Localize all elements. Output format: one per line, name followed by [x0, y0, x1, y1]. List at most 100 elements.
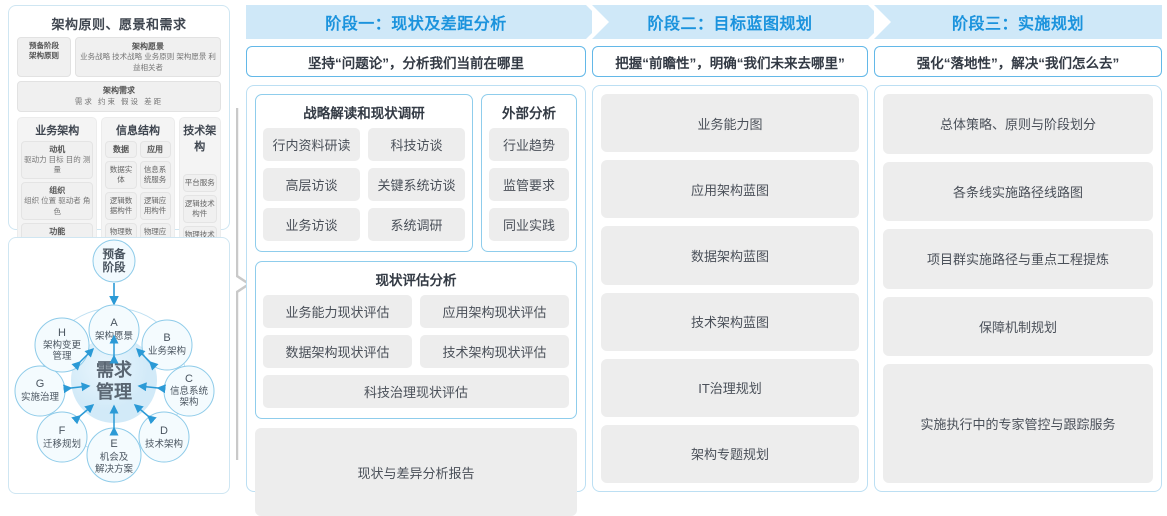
assessment-item-0-1[interactable]: 应用架构现状评估 — [420, 295, 569, 328]
info-app-item-0: 信息系统服务 — [139, 160, 171, 190]
strategy-item-2-1[interactable]: 系统调研 — [368, 208, 465, 241]
phase-1-header-text: 阶段一：现状及差距分析 — [325, 16, 507, 33]
phase-1-subtitle-box: 坚持“问题论”，分析我们当前在哪里 — [246, 46, 586, 77]
external-item-0[interactable]: 行业趋势 — [489, 128, 569, 161]
group-external-analysis: 外部分析 行业趋势 监管要求 同业实践 — [481, 94, 577, 252]
group-external-title: 外部分析 — [502, 106, 556, 121]
adm-node-h-label-1: 架构变更 — [43, 339, 82, 351]
tech-item-1: 逻辑技术构件 — [182, 194, 217, 223]
togaf-framework-panel: 架构原则、愿景和需求 预备阶段 架构原则 架构愿景 业务战略 技术战略 业务原则… — [8, 5, 230, 307]
biz-cell-organization: 组织 组织 位置 驱动者 角色 — [21, 181, 94, 220]
strategy-row-1: 高层访谈 关键系统访谈 — [263, 168, 465, 208]
adm-node-f — [36, 411, 88, 463]
external-item-2[interactable]: 同业实践 — [489, 208, 569, 241]
assessment-item-0-0[interactable]: 业务能力现状评估 — [263, 295, 412, 328]
adm-node-b-key: B — [163, 332, 170, 344]
strategy-item-1-1[interactable]: 关键系统访谈 — [368, 168, 465, 201]
adm-node-h-key: H — [58, 327, 66, 339]
phase-2-item-1[interactable]: 应用架构蓝图 — [601, 160, 859, 219]
togaf-requirement-box: 架构需求 需求 约束 假设 差距 — [17, 81, 221, 112]
biz-cell-motivation: 动机 驱动力 目标 目的 测量 — [21, 140, 94, 179]
domain-business-title: 业务架构 — [35, 124, 80, 137]
tech-item-0: 平台服务 — [182, 173, 217, 192]
phase-1-column: 阶段一：现状及差距分析 坚持“问题论”，分析我们当前在哪里 战略解读和现状调研 … — [246, 5, 603, 516]
info-data-item-0: 数据实体 — [105, 160, 137, 190]
external-item-1[interactable]: 监管要求 — [489, 168, 569, 201]
adm-node-b — [141, 319, 193, 371]
phase-3-body: 总体策略、原则与阶段划分 各条线实施路径线路图 项目群实施路径与重点工程提炼 保… — [874, 85, 1162, 492]
adm-node-g-key: G — [36, 378, 45, 390]
preliminary-line2: 架构原则 — [29, 51, 59, 61]
adm-cycle-panel: 预备 阶段 需求 管理 A 架构愿景 B 业务架构 C 信息系统 架构 — [8, 237, 230, 494]
group-strategy-research: 战略解读和现状调研 行内资料研读 科技访谈 高层访谈 关键系统访谈 业务访谈 系… — [255, 94, 473, 252]
preliminary-line1: 预备阶段 — [29, 41, 59, 50]
togaf-vision-row: 预备阶段 架构原则 架构愿景 业务战略 技术战略 业务原则 架构愿景 利益相关者 — [14, 37, 224, 78]
strategy-item-0-0[interactable]: 行内资料研读 — [263, 128, 360, 161]
phase-3-header: 阶段三：实施规划 — [874, 5, 1162, 39]
biz-motivation-head: 动机 — [49, 144, 66, 154]
phase-3-subtitle-box: 强化“落地性”，解决“我们怎么去” — [874, 46, 1162, 77]
phase-3-item-2[interactable]: 项目群实施路径与重点工程提炼 — [883, 229, 1153, 289]
phase-3-column: 阶段三：实施规划 强化“落地性”，解决“我们怎么去” 总体策略、原则与阶段划分 … — [874, 5, 1162, 492]
adm-node-h-label-2: 管理 — [52, 350, 72, 362]
adm-node-d-label: 技术架构 — [145, 438, 183, 450]
info-app-head: 应用 — [147, 144, 164, 154]
assessment-row-1: 数据架构现状评估 技术架构现状评估 — [263, 335, 569, 375]
adm-center-l1: 需求 — [96, 359, 133, 380]
adm-preliminary-l2: 阶段 — [103, 260, 126, 274]
assessment-item-full[interactable]: 科技治理现状评估 — [263, 375, 569, 408]
vision-sub: 业务战略 技术战略 业务原则 架构愿景 利益相关者 — [80, 52, 216, 72]
adm-node-d-key: D — [160, 425, 168, 437]
group-current-state-assessment: 现状评估分析 业务能力现状评估 应用架构现状评估 数据架构现状评估 技术架构现状… — [255, 261, 577, 419]
biz-motivation-sub: 驱动力 目标 目的 测量 — [24, 154, 91, 175]
togaf-preliminary-box: 预备阶段 架构原则 — [17, 37, 71, 78]
domain-tech-title: 技术架构 — [183, 124, 217, 153]
adm-node-c-label-1: 信息系统 — [170, 385, 209, 397]
strategy-item-1-0[interactable]: 高层访谈 — [263, 168, 360, 201]
phase-3-item-0[interactable]: 总体策略、原则与阶段划分 — [883, 94, 1153, 154]
info-app-item-1: 逻辑应用构件 — [139, 192, 171, 221]
adm-cycle-diagram: 预备 阶段 需求 管理 A 架构愿景 B 业务架构 C 信息系统 架构 — [14, 239, 215, 483]
phase-2-body: 业务能力图 应用架构蓝图 数据架构蓝图 技术架构蓝图 IT治理规划 架构专题规划 — [592, 85, 868, 492]
biz-function-head: 功能 — [49, 227, 66, 236]
strategy-item-0-1[interactable]: 科技访谈 — [368, 128, 465, 161]
adm-node-a-key: A — [110, 317, 118, 329]
strategy-row-2: 业务访谈 系统调研 — [263, 208, 465, 248]
phase-1-report-chip[interactable]: 现状与差异分析报告 — [255, 428, 577, 516]
phase-2-header: 阶段二：目标蓝图规划 — [592, 5, 885, 39]
vision-head: 架构愿景 — [132, 42, 164, 51]
adm-preliminary-l1: 预备 — [103, 247, 126, 261]
phase-1-header: 阶段一：现状及差距分析 — [246, 5, 603, 39]
adm-node-e-label-2: 解决方案 — [95, 463, 134, 475]
adm-node-preliminary — [92, 239, 136, 283]
slide-root: 架构原则、愿景和需求 预备阶段 架构原则 架构愿景 业务战略 技术战略 业务原则… — [8, 5, 1162, 516]
assessment-item-1-0[interactable]: 数据架构现状评估 — [263, 335, 412, 368]
info-data-head-cell: 数据 — [105, 140, 137, 158]
adm-node-d — [138, 411, 190, 463]
phase-2-item-4[interactable]: IT治理规划 — [601, 358, 859, 417]
requirement-sub: 需求 约束 假设 差距 — [74, 97, 164, 107]
phase-2-item-0[interactable]: 业务能力图 — [601, 94, 859, 153]
phase-1-body: 战略解读和现状调研 行内资料研读 科技访谈 高层访谈 关键系统访谈 业务访谈 系… — [246, 85, 586, 516]
phase-2-item-3[interactable]: 技术架构蓝图 — [601, 292, 859, 351]
assessment-item-1-1[interactable]: 技术架构现状评估 — [420, 335, 569, 368]
strategy-item-2-0[interactable]: 业务访谈 — [263, 208, 360, 241]
adm-node-g-label: 实施治理 — [21, 391, 60, 403]
phase-2-subtitle-box: 把握“前瞻性”，明确“我们未来去哪里” — [592, 46, 868, 77]
adm-node-b-label: 业务架构 — [148, 345, 186, 357]
adm-node-f-key: F — [59, 425, 66, 437]
phase-2-subtitle: 把握“前瞻性”，明确“我们未来去哪里” — [615, 55, 845, 71]
group-assessment-title: 现状评估分析 — [375, 273, 457, 288]
phase-2-column: 阶段二：目标蓝图规划 把握“前瞻性”，明确“我们未来去哪里” 业务能力图 应用架… — [592, 5, 885, 492]
group-strategy-title: 战略解读和现状调研 — [303, 106, 425, 121]
assessment-row-0: 业务能力现状评估 应用架构现状评估 — [263, 295, 569, 335]
phase-3-item-3[interactable]: 保障机制规划 — [883, 296, 1153, 356]
phase-1-top-groups: 战略解读和现状调研 行内资料研读 科技访谈 高层访谈 关键系统访谈 业务访谈 系… — [255, 94, 577, 252]
phase-2-header-text: 阶段二：目标蓝图规划 — [647, 16, 813, 33]
requirement-head: 架构需求 — [103, 86, 135, 96]
phase-3-item-4[interactable]: 实施执行中的专家管控与跟踪服务 — [883, 364, 1153, 483]
adm-center-l2: 管理 — [96, 381, 132, 402]
phase-2-item-2[interactable]: 数据架构蓝图 — [601, 226, 859, 285]
phase-3-item-1[interactable]: 各条线实施路径线路图 — [883, 161, 1153, 221]
phase-2-item-5[interactable]: 架构专题规划 — [601, 424, 859, 484]
